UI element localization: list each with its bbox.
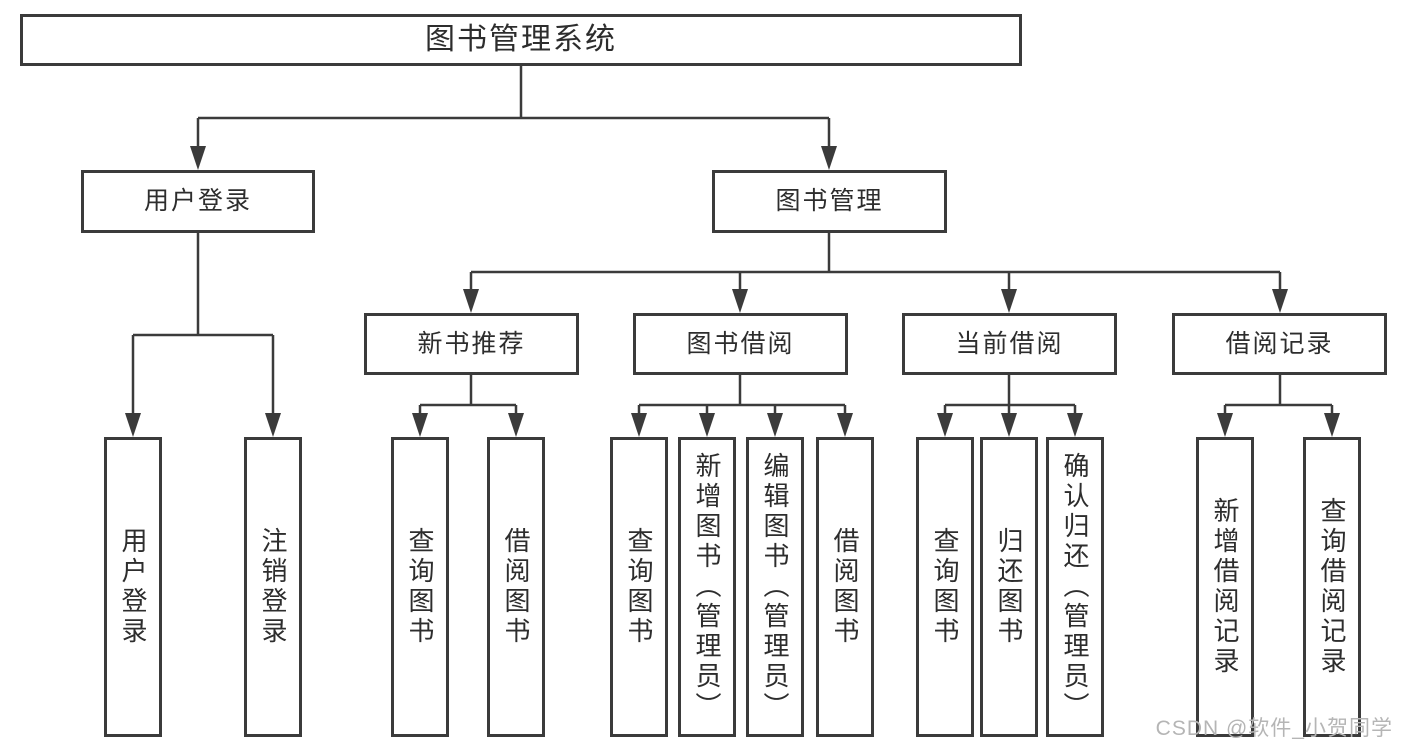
leaf-cb-return-book-label: 归还图书 [994,527,1024,647]
leaf-bb-edit-book-admin: 编辑图书（管理员） [746,437,804,737]
leaf-bb-add-book-admin-label: 新增图书（管理员） [692,452,722,722]
node-user-login: 用户登录 [81,170,315,233]
leaf-cb-query-book-label: 查询图书 [930,527,960,647]
leaf-br-query-record-label: 查询借阅记录 [1317,497,1347,677]
leaf-cb-return-book: 归还图书 [980,437,1038,737]
leaf-bb-query-book: 查询图书 [610,437,668,737]
node-borrow-record: 借阅记录 [1172,313,1387,375]
leaf-nb-borrow-book: 借阅图书 [487,437,545,737]
node-current-borrow: 当前借阅 [902,313,1117,375]
leaf-user-login-label: 用户登录 [118,527,148,647]
leaf-br-add-record: 新增借阅记录 [1196,437,1254,737]
node-current-borrow-label: 当前借阅 [955,329,1064,358]
leaf-nb-query-book-label: 查询图书 [405,527,435,647]
leaf-nb-query-book: 查询图书 [391,437,449,737]
leaf-logout-label: 注销登录 [258,527,288,647]
leaf-user-login: 用户登录 [104,437,162,737]
arrowheads [125,146,1340,437]
node-book-management: 图书管理 [712,170,947,233]
node-library-system: 图书管理系统 [20,14,1022,66]
node-user-login-label: 用户登录 [143,187,252,215]
leaf-cb-confirm-return-admin: 确认归还（管理员） [1046,437,1104,737]
leaf-cb-confirm-return-admin-label: 确认归还（管理员） [1060,452,1090,722]
leaf-logout: 注销登录 [244,437,302,737]
leaf-bb-borrow-book-label: 借阅图书 [830,527,860,647]
node-book-borrow: 图书借阅 [633,313,848,375]
leaf-cb-query-book: 查询图书 [916,437,974,737]
leaf-bb-query-book-label: 查询图书 [624,527,654,647]
leaf-bb-add-book-admin: 新增图书（管理员） [678,437,736,737]
leaf-nb-borrow-book-label: 借阅图书 [501,527,531,647]
node-new-book-recommend-label: 新书推荐 [417,329,526,358]
csdn-watermark: CSDN @软件_小贺同学 [1155,717,1393,740]
node-new-book-recommend: 新书推荐 [364,313,579,375]
node-book-borrow-label: 图书借阅 [686,329,795,358]
node-book-management-label: 图书管理 [775,187,884,215]
node-borrow-record-label: 借阅记录 [1225,329,1334,358]
node-library-system-label: 图书管理系统 [425,23,617,56]
leaf-bb-edit-book-admin-label: 编辑图书（管理员） [760,452,790,722]
leaf-br-add-record-label: 新增借阅记录 [1210,497,1240,677]
leaf-bb-borrow-book: 借阅图书 [816,437,874,737]
leaf-br-query-record: 查询借阅记录 [1303,437,1361,737]
